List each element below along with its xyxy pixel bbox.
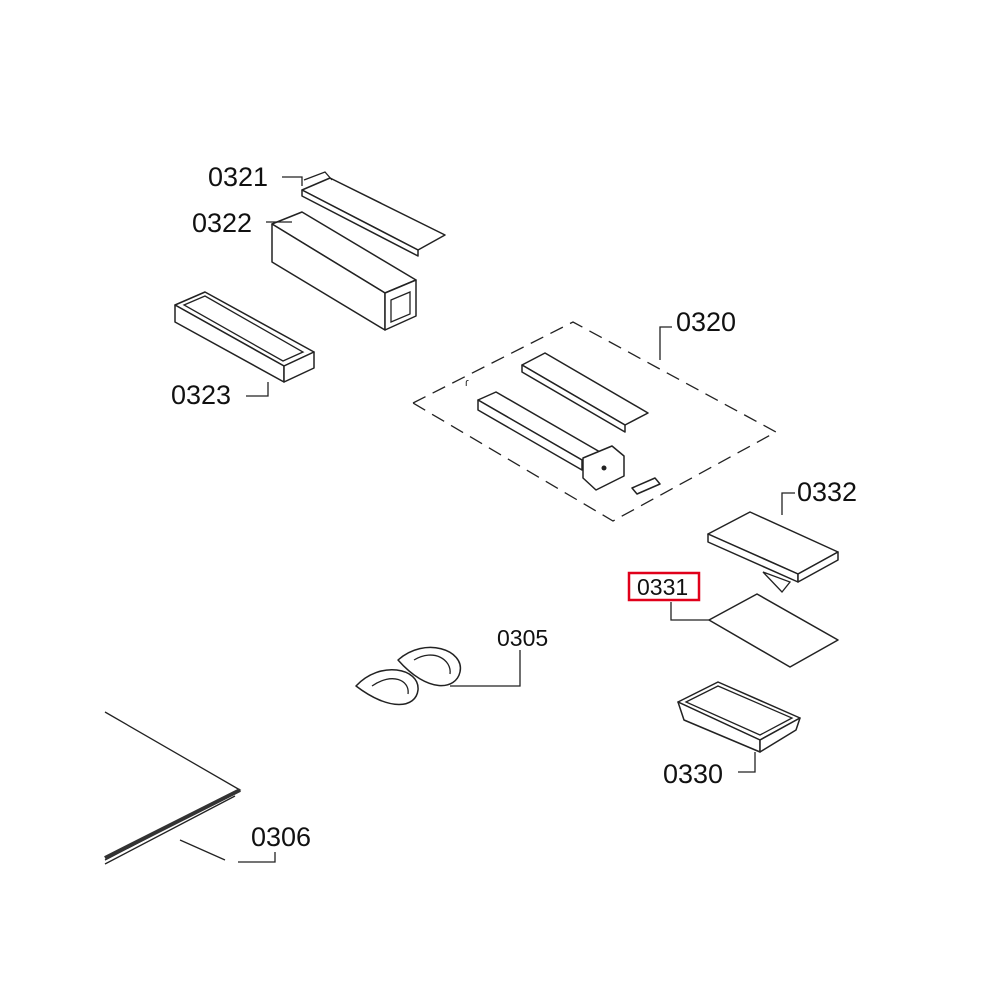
- svg-text:ɾ: ɾ: [465, 377, 469, 389]
- highlight-box-0331: [627, 571, 701, 602]
- label-0332[interactable]: 0332: [797, 477, 857, 507]
- label-0306[interactable]: 0306: [251, 822, 311, 852]
- leader-0305: [450, 650, 521, 687]
- part-0323-tray[interactable]: [174, 291, 315, 383]
- leader-0321: [282, 176, 303, 186]
- part-0330-drawer[interactable]: [677, 681, 801, 753]
- label-0322[interactable]: 0322: [192, 208, 252, 238]
- label-0320[interactable]: 0320: [676, 307, 736, 337]
- part-0321-lid[interactable]: [301, 171, 446, 257]
- leader-0332: [781, 492, 795, 515]
- label-0321[interactable]: 0321: [208, 162, 268, 192]
- label-0330[interactable]: 0330: [663, 759, 723, 789]
- leader-0323: [246, 382, 269, 397]
- label-0323[interactable]: 0323: [171, 380, 231, 410]
- leader-0306: [238, 852, 276, 863]
- part-0306-glass-shelf[interactable]: [104, 711, 242, 865]
- leader-0331: [670, 602, 709, 621]
- label-0305[interactable]: 0305: [497, 625, 548, 651]
- part-0305-clips[interactable]: [355, 646, 462, 706]
- part-0320-ice-maker-assembly[interactable]: ɾ: [411, 321, 778, 522]
- part-0322-housing[interactable]: [271, 211, 417, 331]
- label-0331[interactable]: 0331: [637, 574, 688, 600]
- part-0331-sheet[interactable]: [708, 593, 839, 668]
- leader-0320: [659, 326, 672, 360]
- part-0332-shelf[interactable]: [707, 511, 839, 593]
- leader-0330: [738, 752, 756, 773]
